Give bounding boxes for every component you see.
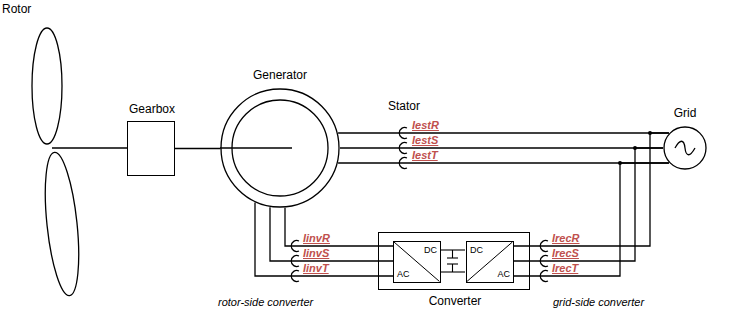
converter-side-label: DC <box>470 245 483 255</box>
signal-name: IrecT <box>551 262 579 275</box>
converter-side-caption: grid-side converter <box>553 296 644 309</box>
generator-circle-outline <box>220 88 340 208</box>
wire <box>175 148 221 149</box>
three-phase-line <box>514 133 669 276</box>
rotor-blade <box>32 28 62 144</box>
grid-side-bridge: DC AC <box>466 241 514 283</box>
wire <box>514 133 669 246</box>
grid-symbol-outline <box>663 126 707 170</box>
wire <box>514 148 663 261</box>
component-name: Generator <box>253 68 307 82</box>
three-phase-line <box>255 203 393 276</box>
converter-side-caption: rotor-side converter <box>218 296 313 309</box>
rotor-side-bridge: DC AC <box>393 241 441 283</box>
signal-name: IrecR <box>551 232 581 245</box>
signal-name: IestR <box>411 119 440 132</box>
wire <box>340 147 663 148</box>
three-phase-line <box>338 133 669 163</box>
gearbox-box: Gearbox <box>127 121 175 176</box>
converter-box: ConverterDCACDCAC <box>378 232 530 290</box>
component-name: Converter <box>429 294 482 308</box>
wire <box>255 203 393 276</box>
signal-name: IinvR <box>302 232 331 245</box>
component-name: Grid <box>674 106 697 120</box>
converter-side-label: AC <box>397 269 410 279</box>
signal-name: IinvS <box>302 247 330 260</box>
component-name: Gearbox <box>129 102 175 116</box>
current-sensors <box>291 128 548 282</box>
signal-name: IestS <box>411 134 439 147</box>
rotor-shaft <box>52 147 127 148</box>
generator-shaft <box>220 147 292 148</box>
converter-side-label: AC <box>497 269 510 279</box>
generator-circle: Generator <box>220 88 340 208</box>
part-name: Rotor <box>2 3 31 16</box>
wire <box>514 163 669 276</box>
dc-link <box>440 250 465 272</box>
signal-name: IinvT <box>302 262 330 275</box>
wire <box>270 207 393 261</box>
signal-name: IrecS <box>551 247 580 260</box>
rotor-blade <box>40 151 85 297</box>
drive-shaft <box>175 148 221 149</box>
wire <box>285 208 393 246</box>
wire <box>338 132 669 133</box>
grid-symbol: Grid <box>663 126 707 170</box>
part-name: Stator <box>388 100 420 113</box>
signal-name: IestT <box>411 149 439 162</box>
junction-dots <box>618 131 652 165</box>
converter-side-label: DC <box>424 245 437 255</box>
